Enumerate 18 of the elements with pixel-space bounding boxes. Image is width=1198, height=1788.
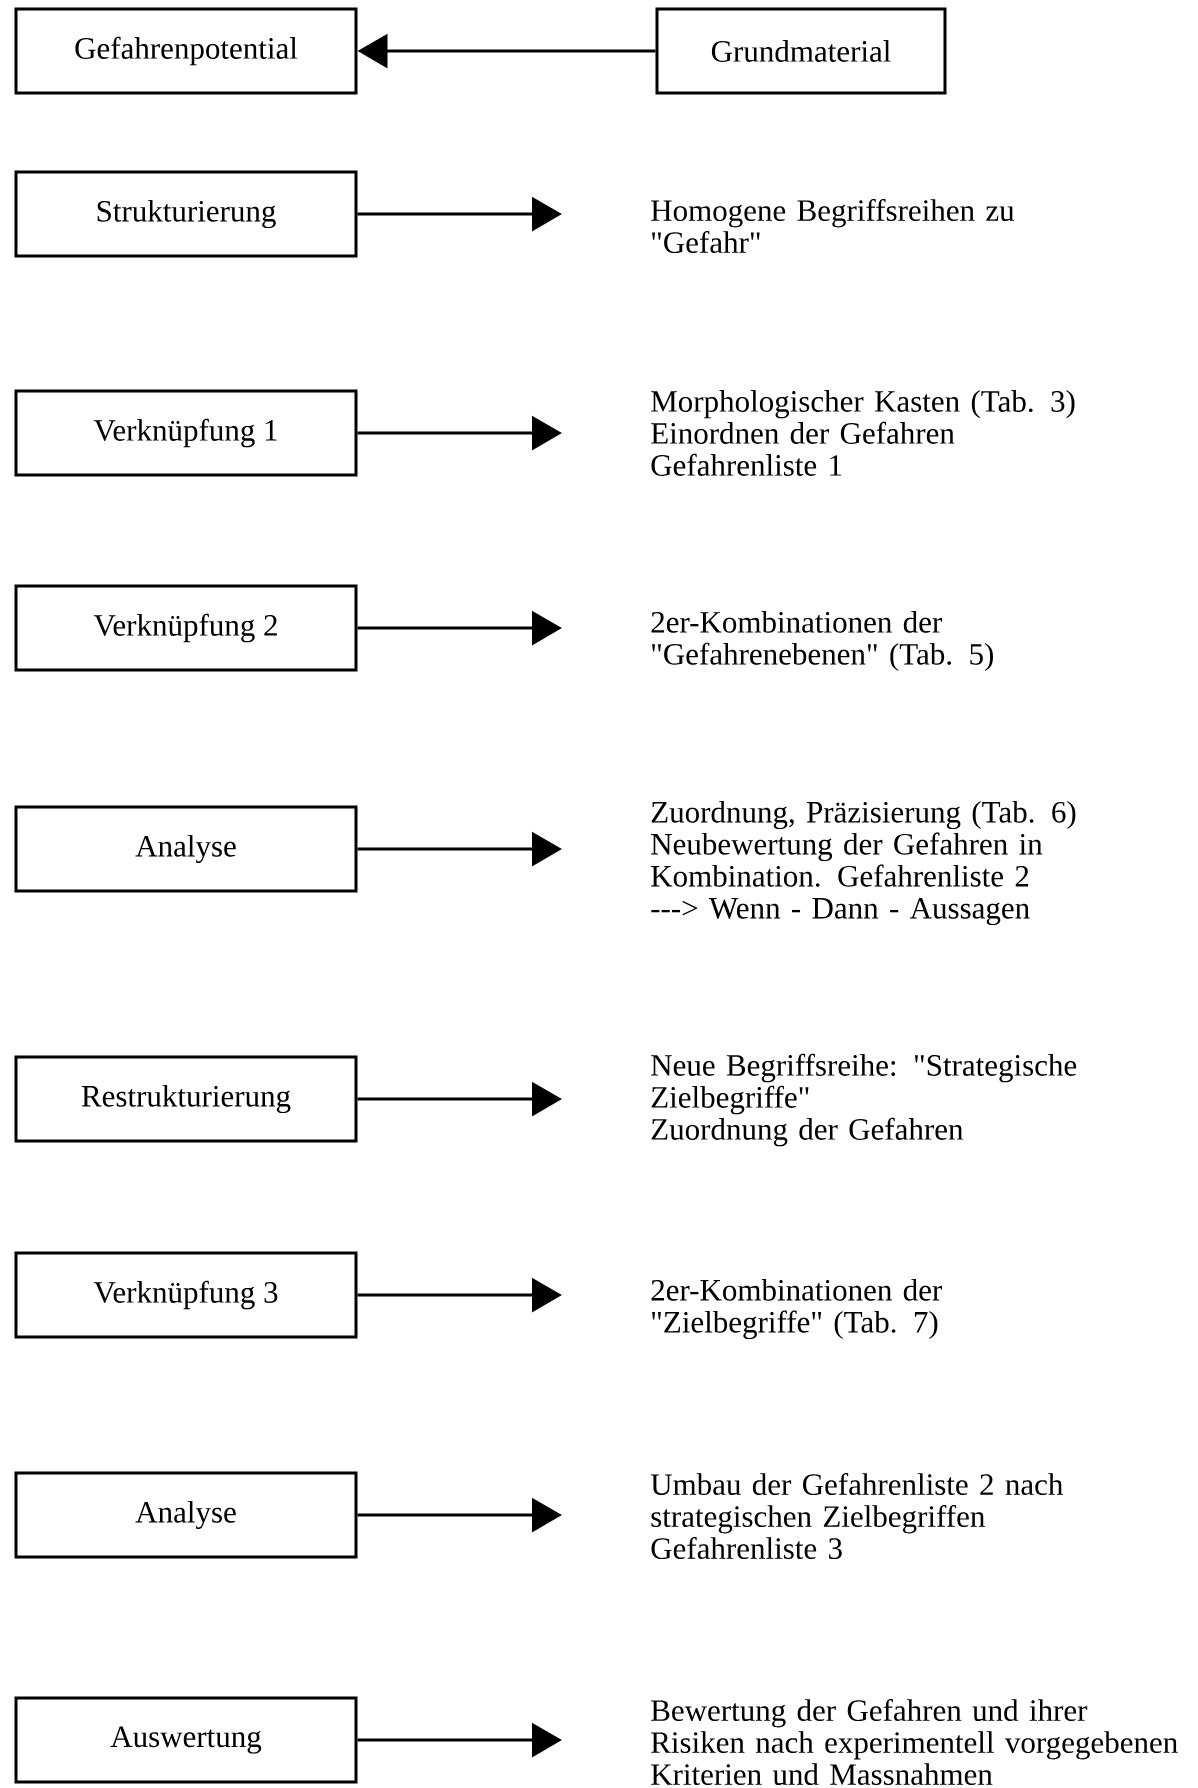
process-box: Strukturierung	[14, 170, 358, 258]
process-box: Verknüpfung 2	[14, 584, 358, 672]
process-box: Auswertung	[14, 1696, 358, 1784]
description-text: Zuordnung, Präzisierung (Tab. 6) Neubewertung der Gefahren in Kombination. Gefahrenliste 2 ---> Wenn - Dann - Aussagen	[651, 800, 1076, 926]
process-box: Verknüpfung 1	[14, 389, 358, 477]
description-text: Neue Begriffsreihe: "Strategische Zielbegriffe" Zuordnung der Gefahren	[651, 1053, 1077, 1147]
description-text: Morphologischer Kasten (Tab. 3) Einordnen der Gefahren Gefahrenliste 1	[651, 390, 1075, 476]
description-text: 2er-Kombinationen der "Gefahrenebenen" (Tab. 5)	[651, 610, 993, 672]
description-text: Bewertung der Gefahren und ihrer Risiken nach experimentell vorgegebenen Kriterien und Massnahmen	[651, 1698, 1178, 1786]
process-box: Restrukturierung	[14, 1055, 358, 1143]
description-text: 2er-Kombinationen der "Zielbegriffe" (Tab. 7)	[651, 1278, 942, 1340]
process-box: Verknüpfung 3	[14, 1251, 358, 1339]
description-text: Umbau der Gefahrenliste 2 nach strategischen Zielbegriffen Gefahrenliste 3	[650, 1472, 1063, 1560]
process-box: Grundmaterial	[655, 7, 947, 95]
process-box: Analyse	[14, 805, 358, 893]
process-box: Gefahrenpotential	[14, 7, 358, 95]
description-text: Homogene Begriffsreihen zu "Gefahr"	[651, 198, 1015, 254]
process-box: Analyse	[14, 1471, 358, 1559]
